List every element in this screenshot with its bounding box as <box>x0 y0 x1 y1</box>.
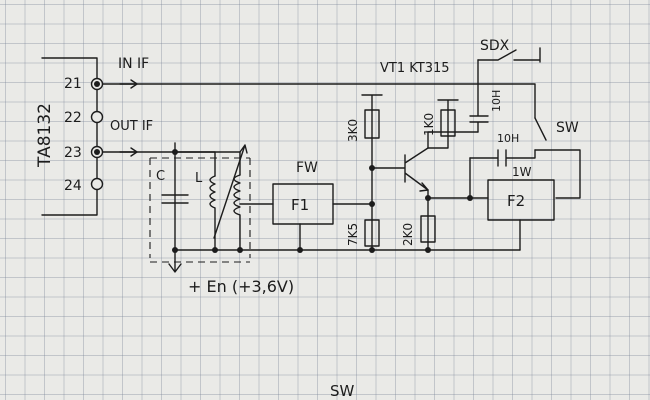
pin-23-label: 23 <box>64 145 82 161</box>
pin-24-label: 24 <box>64 178 82 194</box>
pin-24-terminal <box>90 177 104 191</box>
transistor-vt1 <box>371 147 429 192</box>
resistor-r2-label: 7K5 <box>346 223 360 246</box>
en-supply-label: + En (+3,6V) <box>188 277 294 296</box>
inductor-trim-arrow <box>213 144 248 239</box>
sw-label: SW <box>556 120 579 136</box>
chip-outline <box>41 57 98 216</box>
chip-label: TA8132 <box>35 103 55 168</box>
sdx-label: SDX <box>480 38 510 54</box>
resistor-r1-label: 3K0 <box>346 119 360 142</box>
sdx-switch <box>477 47 541 63</box>
in-if-label: IN IF <box>118 56 149 72</box>
resistor-r4 <box>420 215 436 243</box>
f2-label: F2 <box>507 192 525 210</box>
pin-22-label: 22 <box>64 110 82 126</box>
resistor-r1 <box>364 109 380 139</box>
footer-sw-label: SW <box>330 382 355 400</box>
sw-switch <box>534 117 581 199</box>
fw-label: FW <box>296 160 318 176</box>
resistor-r4-label: 2K0 <box>401 223 415 246</box>
pin-23-junction <box>94 149 100 155</box>
pin-21-junction <box>94 81 100 87</box>
w1-label: 1W <box>512 165 532 179</box>
pin-21-label: 21 <box>64 76 82 92</box>
pin-22-terminal <box>90 110 104 124</box>
out-if-label: OUT IF <box>110 119 153 134</box>
resistor-r3 <box>440 109 456 137</box>
capacitor-mid-label: 10H <box>497 132 519 145</box>
lc-tank <box>149 142 521 273</box>
transistor-label: VT1 KT315 <box>380 61 450 76</box>
f1-label: F1 <box>291 196 309 214</box>
f2-block <box>487 179 555 221</box>
capacitor-c-label: C <box>156 169 165 184</box>
out-if-arrow <box>119 147 138 157</box>
inductor-l-label: L <box>195 171 203 186</box>
resistor-r2 <box>364 219 380 247</box>
in-if-wire <box>102 83 536 119</box>
capacitor-top-label: 10H <box>490 90 503 112</box>
in-if-arrow <box>119 79 138 89</box>
resistor-r3-label: 1K0 <box>422 113 436 136</box>
